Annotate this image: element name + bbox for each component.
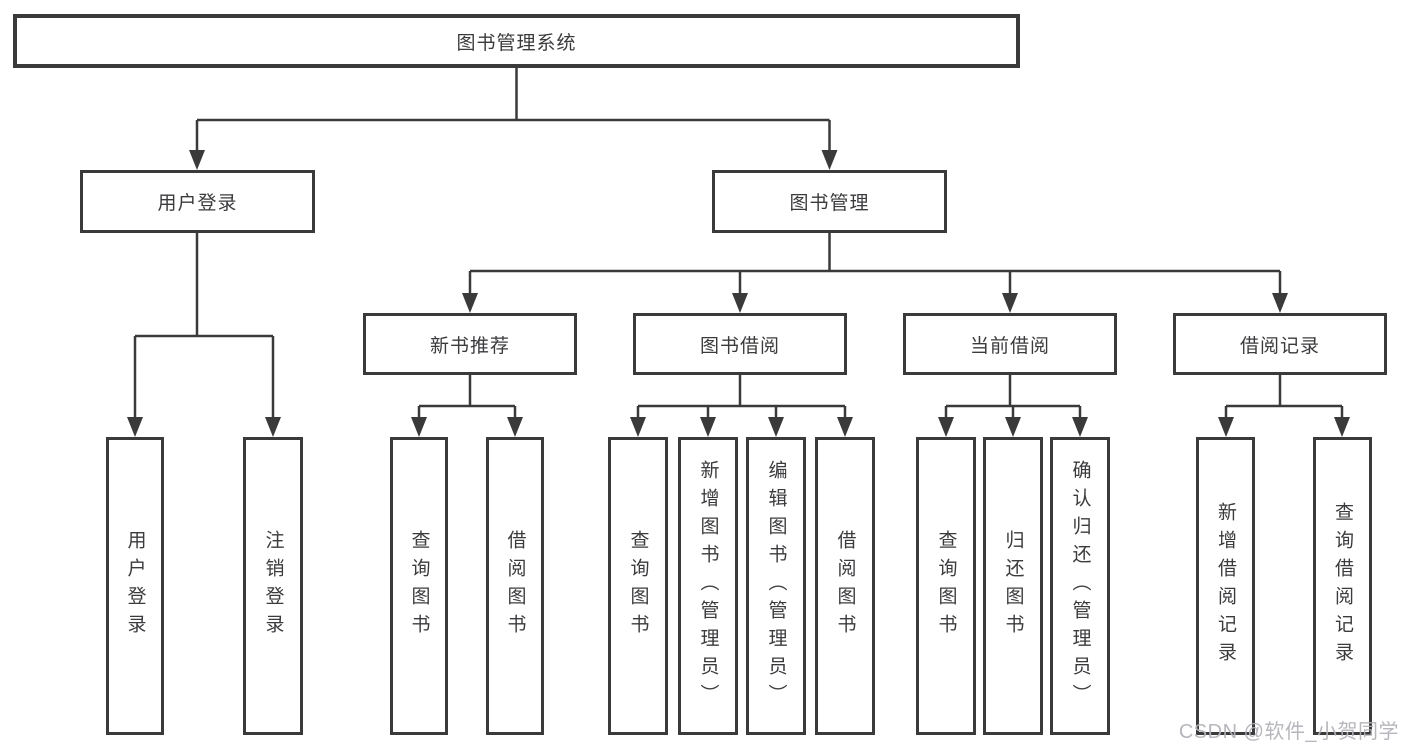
node-leaf-add-book-admin: 新增图书︵管理员︶ <box>678 437 738 735</box>
node-borrowing-records: 借阅记录 <box>1173 313 1387 375</box>
node-label: 编辑图书︵管理员︶ <box>765 460 787 712</box>
node-label: 用户登录 <box>124 530 146 642</box>
node-label: 图书借阅 <box>699 335 780 357</box>
node-book-borrowing: 图书借阅 <box>633 313 847 375</box>
node-library-system: 图书管理系统 <box>13 14 1020 68</box>
node-leaf-logout: 注销登录 <box>243 437 303 735</box>
node-leaf-confirm-return-admin: 确认归还︵管理员︶ <box>1050 437 1110 735</box>
node-label: 借阅记录 <box>1239 335 1320 357</box>
node-label: 查询图书 <box>627 530 649 642</box>
node-label: 新增借阅记录 <box>1215 502 1236 670</box>
node-book-management: 图书管理 <box>712 170 947 233</box>
node-leaf-borrow-books-1: 借阅图书 <box>486 437 544 735</box>
node-label: 用户登录 <box>157 193 238 214</box>
node-leaf-query-books-1: 查询图书 <box>390 437 448 735</box>
node-label: 图书管理 <box>789 193 870 214</box>
node-leaf-add-borrow-record: 新增借阅记录 <box>1196 437 1255 735</box>
node-label: 新书推荐 <box>429 335 510 357</box>
node-new-book-recommendation: 新书推荐 <box>363 313 577 375</box>
node-label: 新增图书︵管理员︶ <box>697 460 719 712</box>
node-label: 图书管理系统 <box>456 32 577 54</box>
node-label: 查询图书 <box>408 530 430 642</box>
node-leaf-query-borrow-record: 查询借阅记录 <box>1313 437 1372 735</box>
node-label: 确认归还︵管理员︶ <box>1069 460 1091 712</box>
node-leaf-edit-book-admin: 编辑图书︵管理员︶ <box>746 437 806 735</box>
node-label: 注销登录 <box>262 530 284 642</box>
node-label: 借阅图书 <box>834 530 856 642</box>
node-user-login: 用户登录 <box>80 170 315 233</box>
node-leaf-query-books-2: 查询图书 <box>608 437 668 735</box>
node-leaf-return-books: 归还图书 <box>983 437 1043 735</box>
node-leaf-query-books-3: 查询图书 <box>916 437 976 735</box>
node-label: 借阅图书 <box>504 530 526 642</box>
node-label: 归还图书 <box>1002 530 1024 642</box>
watermark: CSDN @软件_小贺同学 <box>1178 721 1399 743</box>
node-leaf-borrow-books-2: 借阅图书 <box>815 437 875 735</box>
node-label: 当前借阅 <box>969 335 1050 357</box>
node-leaf-user-login: 用户登录 <box>106 437 164 735</box>
node-label: 查询图书 <box>935 530 957 642</box>
arrowheads <box>127 150 1350 437</box>
node-current-borrowing: 当前借阅 <box>903 313 1117 375</box>
node-label: 查询借阅记录 <box>1332 502 1353 670</box>
